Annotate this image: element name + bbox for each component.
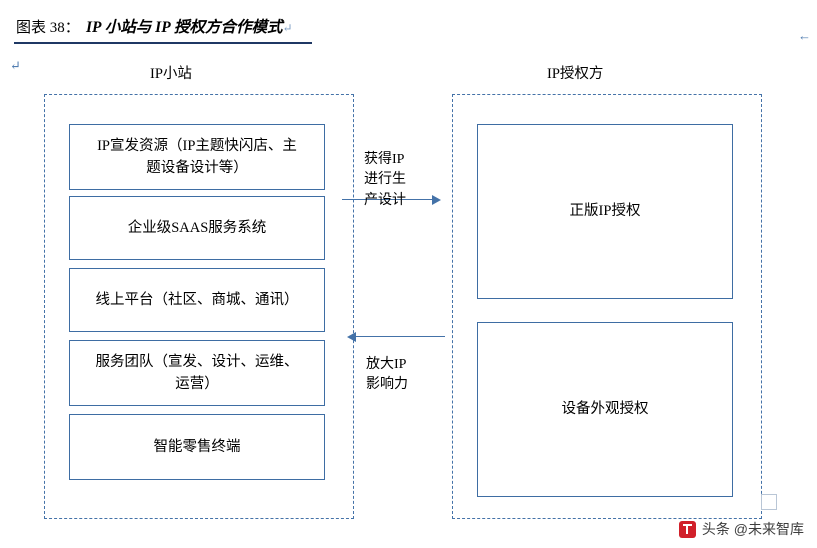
left-item-3-line2: 运营） (175, 376, 219, 392)
arrow-top-line (342, 199, 437, 200)
left-dashed-container (44, 94, 354, 519)
arrow-left-icon (347, 332, 356, 342)
watermark-text: 头条 @未来智库 (701, 521, 804, 537)
arrow-right-icon (432, 195, 441, 205)
right-item-box-1: 设备外观授权 (477, 322, 733, 497)
left-item-1-line1: 企业级SAAS服务系统 (127, 219, 267, 236)
arrow-top-label: 获得IP 进行生 产设计 (364, 150, 406, 211)
left-item-3-line1: 服务团队（宣发、设计、运维、 (95, 353, 299, 370)
left-edit-mark: ↵ (10, 58, 21, 73)
left-item-0-line2: 题设备设计等） (146, 160, 248, 176)
toutiao-logo-icon (678, 520, 696, 538)
figure-title: IP 小站与 IP 授权方合作模式↵ (86, 15, 293, 37)
right-item-1-line1: 设备外观授权 (561, 401, 649, 418)
pilcrow-mark: ↵ (282, 21, 293, 35)
left-item-2-line1: 线上平台（社区、商城、通讯） (95, 291, 299, 308)
arrow-top-label-line2: 进行生 (364, 172, 406, 188)
left-item-box-1: 企业级SAAS服务系统 (69, 196, 325, 260)
left-item-0-line1: IP宣发资源（IP主题快闪店、主 (97, 137, 297, 154)
column-heading-left: IP小站 (150, 66, 192, 82)
figure-header: 图表 38： IP 小站与 IP 授权方合作模式↵ (14, 12, 804, 44)
right-dashed-container (452, 94, 762, 519)
arrow-top-label-line3: 产设计 (364, 192, 406, 208)
watermark: 头条 @未来智库 (678, 519, 804, 539)
arrow-bottom-label-line1: 放大IP (366, 357, 407, 372)
left-item-box-3: 服务团队（宣发、设计、运维、 运营） (69, 340, 325, 406)
figure-title-text: IP 小站与 IP 授权方合作模式 (86, 19, 283, 36)
right-edit-mark: ← (798, 28, 811, 43)
right-item-0-line1: 正版IP授权 (569, 203, 641, 220)
left-item-box-4: 智能零售终端 (69, 414, 325, 480)
left-item-box-0: IP宣发资源（IP主题快闪店、主 题设备设计等） (69, 124, 325, 190)
arrow-bottom-label: 放大IP 影响力 (366, 355, 408, 396)
arrow-bottom-label-line2: 影响力 (366, 377, 408, 393)
arrow-bottom-line (350, 336, 445, 337)
left-item-box-2: 线上平台（社区、商城、通讯） (69, 268, 325, 332)
figure-label: 图表 38： (16, 20, 80, 36)
header-rule (14, 42, 312, 44)
corner-artifact (761, 494, 777, 510)
right-item-box-0: 正版IP授权 (477, 124, 733, 299)
left-item-4-line1: 智能零售终端 (153, 438, 241, 455)
column-heading-right: IP授权方 (547, 66, 604, 82)
arrow-top-label-line1: 获得IP (364, 152, 405, 167)
